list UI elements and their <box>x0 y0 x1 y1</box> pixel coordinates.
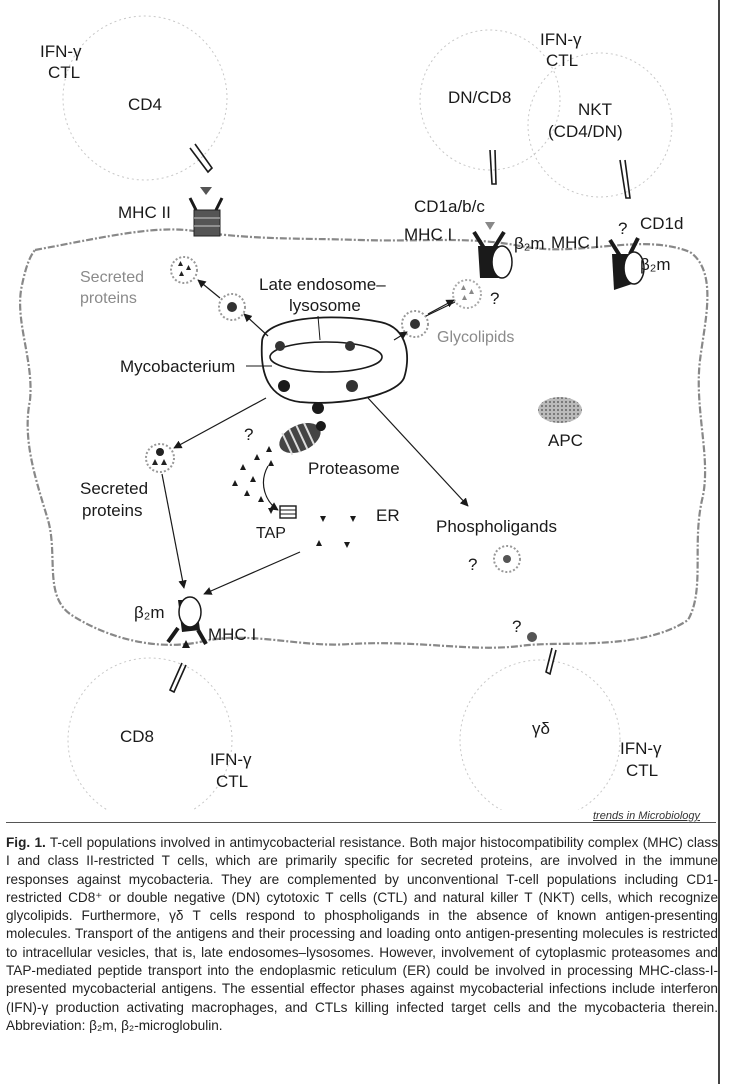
dn-cd8-tcell <box>419 29 561 171</box>
arrow-cd1-to-vesicle <box>425 301 456 317</box>
apc-membrane <box>19 228 709 649</box>
cd8-label: CD8 <box>120 727 154 746</box>
apc-nucleus <box>538 397 582 423</box>
cd1d-molecule <box>608 237 645 290</box>
arrow-to-vesicle-right <box>393 331 408 341</box>
tap-label: TAP <box>256 525 286 542</box>
arrow-secreted-to-mhci <box>161 473 187 589</box>
arrow-to-glyco <box>427 299 455 315</box>
cd8-tcell <box>67 657 233 810</box>
gamma-delta-label: γδ <box>532 719 550 738</box>
beta2m-bottom-label: β₂m <box>134 603 165 622</box>
question-proteasome: ? <box>244 425 253 444</box>
question-phospho: ? <box>468 555 477 574</box>
vesicle-glyco <box>452 279 482 309</box>
late-endosome-label: Late endosome–lysosome <box>259 275 386 315</box>
question-glyco: ? <box>490 289 499 308</box>
vesicle-phospho <box>493 545 521 573</box>
arrow-to-secreted-top <box>197 279 221 299</box>
proteasome-label: Proteasome <box>308 459 400 478</box>
arrow-to-phospho <box>367 397 469 507</box>
cd1d-label: CD1d <box>640 214 683 233</box>
tcr-dn-cd8 <box>489 149 497 185</box>
mhc-ii-molecule <box>188 187 224 237</box>
beta2m-cd1-label: β₂m <box>514 234 545 253</box>
tcr-receptors <box>168 143 631 694</box>
figure-source: trends in Microbiology <box>593 810 700 822</box>
arrow-to-secreted-bottom <box>173 397 267 449</box>
cd1abc-molecule <box>472 222 513 279</box>
nkt-tcell <box>527 52 673 198</box>
arrow-er-to-mhci <box>203 551 301 595</box>
tcr-cd4 <box>189 143 214 174</box>
proteasome-complex <box>279 421 326 456</box>
beta2m-cd1d-label: β₂m <box>640 255 671 274</box>
caption-rule <box>6 822 716 823</box>
caption-text: T-cell populations involved in antimycob… <box>6 835 719 1033</box>
mycobacterium-label: Mycobacterium <box>120 357 235 376</box>
arrows <box>161 279 469 595</box>
pointer-lines <box>246 315 321 367</box>
dn-cd8-label: DN/CD8 <box>448 88 511 107</box>
question-gd: ? <box>512 617 521 636</box>
vesicle-secreted-bottom <box>145 443 175 473</box>
nkt-label: NKT(CD4/DN) <box>548 100 623 141</box>
apc-label: APC <box>548 431 583 450</box>
tap-transporter <box>279 505 297 519</box>
arrow-proteasome-to-tap <box>263 465 279 511</box>
mhc-i-bottom-molecule <box>166 596 208 648</box>
mhc-ii-label: MHC II <box>118 203 171 222</box>
er-label: ER <box>376 506 400 525</box>
page-edge-line <box>718 0 720 1084</box>
vesicle-secreted-top <box>170 256 198 284</box>
tcr-nkt <box>619 159 631 199</box>
mhc-i-bottom-label: MHC I <box>208 625 256 644</box>
gd-ligand <box>527 632 537 642</box>
cd4-tcell <box>62 15 228 181</box>
arrow-to-vesicle-left <box>243 313 269 337</box>
tcell-outlines <box>62 15 673 810</box>
vesicles <box>145 256 521 573</box>
phospholigands-label: Phospholigands <box>436 517 557 536</box>
figure-number: Fig. 1. <box>6 835 46 850</box>
vesicle-cd1-right <box>401 310 429 338</box>
cd4-label: CD4 <box>128 95 162 114</box>
glycolipids-label: Glycolipids <box>437 329 514 346</box>
late-endosome-lysosome <box>260 316 409 414</box>
mhc-i-cd1d-label: MHC I <box>551 233 599 252</box>
tcr-cd8 <box>168 662 187 694</box>
mycobacterium-cell <box>269 341 383 373</box>
gd-tcell <box>459 659 621 810</box>
tcr-gd <box>545 647 557 676</box>
question-cd1d: ? <box>618 219 627 238</box>
mhc-i-cd1-label: MHC I <box>404 225 452 244</box>
vesicle-left-mid <box>218 293 246 321</box>
figure-caption: Fig. 1. T-cell populations involved in a… <box>6 834 718 1035</box>
cd1abc-label: CD1a/b/c <box>414 197 485 216</box>
